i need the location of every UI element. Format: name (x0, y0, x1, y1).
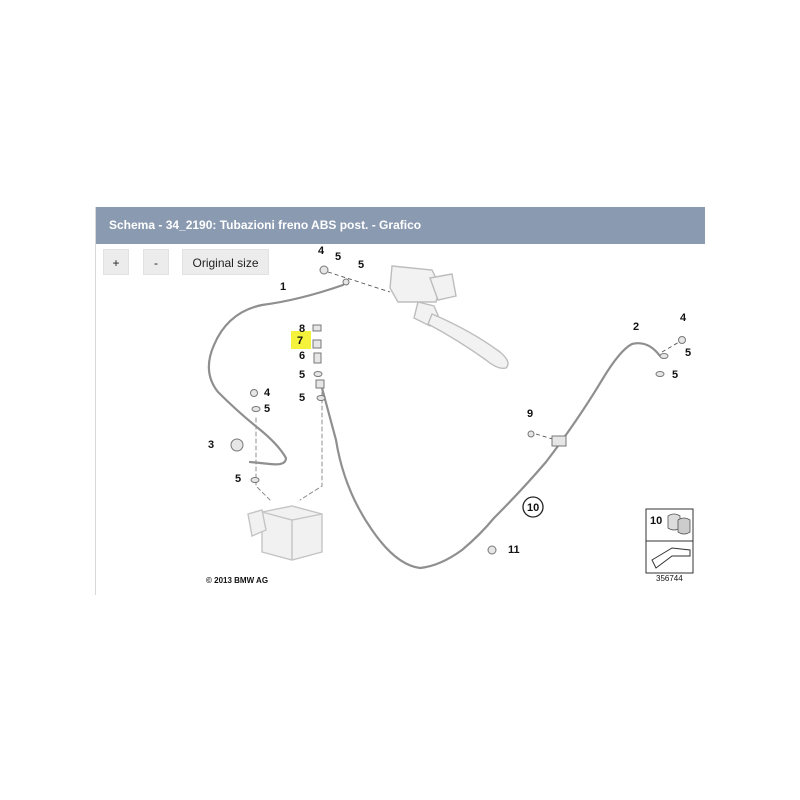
abs-unit (247, 505, 323, 561)
brake-lever-assembly (389, 265, 509, 370)
callout-5-top-b: 5 (358, 259, 364, 271)
callout-5-left-a: 5 (264, 403, 270, 415)
callout-10: 10 (522, 496, 544, 518)
callout-10-label: 10 (527, 502, 539, 514)
copyright-text: © 2013 BMW AG (206, 576, 268, 585)
fittings (230, 265, 686, 555)
callout-11: 11 (508, 544, 520, 556)
zoom-out-button[interactable]: - (143, 249, 169, 275)
callout-labels: 1 2 3 4 4 4 5 5 5 5 5 5 5 5 6 7 8 9 11 (208, 245, 691, 556)
callout-4-right: 4 (680, 312, 687, 324)
brake-lines (207, 283, 662, 570)
original-size-button[interactable]: Original size (182, 249, 269, 275)
dashed-leader-lines (327, 271, 687, 441)
callout-5-right-b: 5 (672, 369, 678, 381)
callout-2: 2 (633, 321, 639, 333)
callout-5-mid-b: 5 (299, 392, 305, 404)
callout-5-mid-a: 5 (299, 369, 305, 381)
callout-7-highlight (291, 331, 311, 349)
callout-4-left: 4 (264, 387, 271, 399)
image-number: 356744 (656, 574, 683, 583)
callout-5-left-b: 5 (235, 473, 241, 485)
callout-4-top: 4 (318, 245, 325, 257)
legend-box: 10 (645, 508, 694, 574)
window-title: Schema - 34_2190: Tubazioni freno ABS po… (96, 207, 705, 244)
callout-3: 3 (208, 439, 214, 451)
callout-5-right-a: 5 (685, 347, 691, 359)
callout-1: 1 (280, 281, 286, 293)
callout-7: 7 (297, 335, 303, 347)
callout-9: 9 (527, 408, 533, 420)
callout-8: 8 (299, 323, 305, 335)
callout-6: 6 (299, 350, 305, 362)
zoom-in-button[interactable]: + (103, 249, 129, 275)
callout-5-top-a: 5 (335, 251, 341, 263)
legend-box-label: 10 (650, 515, 662, 527)
